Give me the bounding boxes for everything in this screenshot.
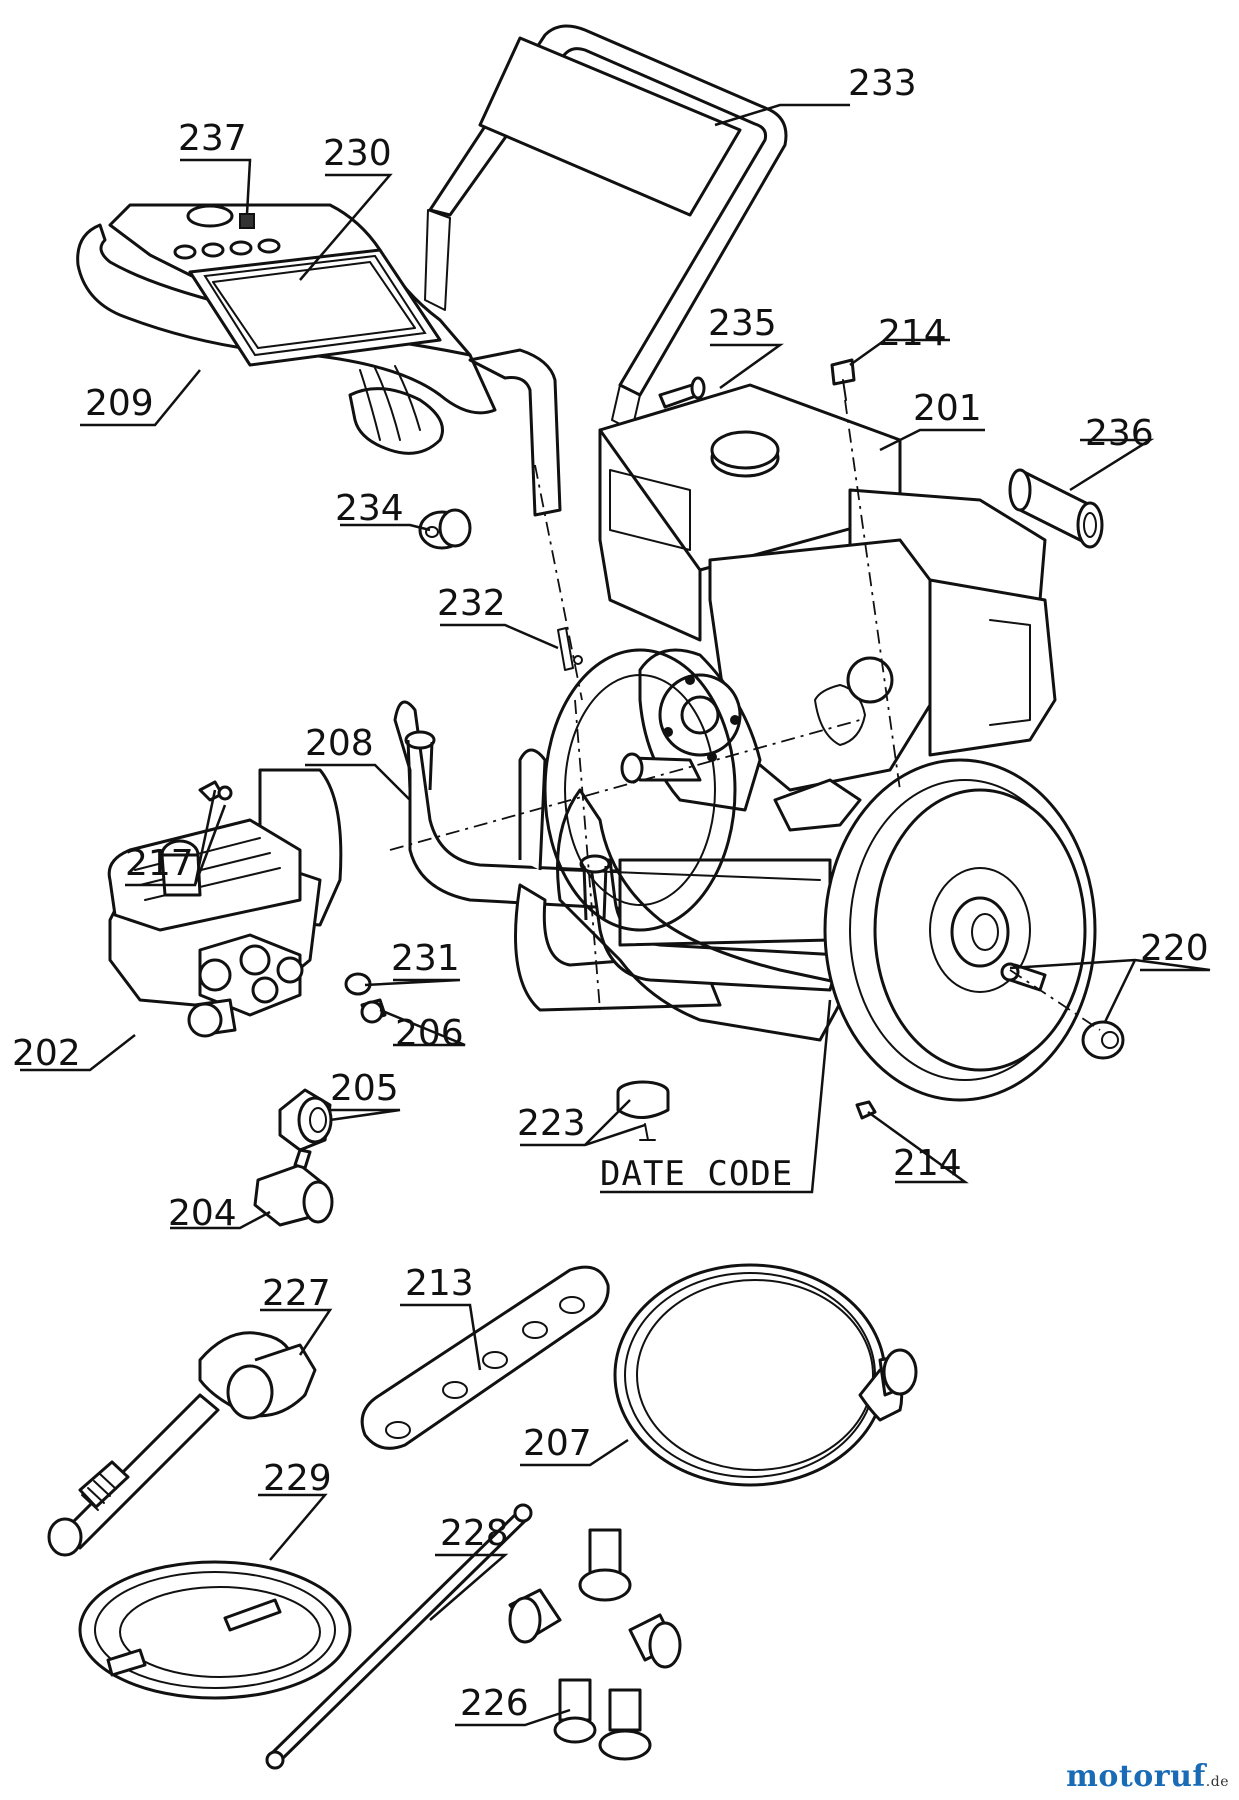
label-229: 229 bbox=[263, 1458, 332, 1499]
label-228: 228 bbox=[440, 1513, 509, 1554]
nozzles-226 bbox=[508, 1528, 682, 1761]
label-217: 217 bbox=[125, 843, 194, 884]
label-237: 237 bbox=[178, 118, 247, 159]
screw-237 bbox=[186, 204, 255, 229]
grip-236 bbox=[1008, 468, 1104, 549]
label-234: 234 bbox=[335, 488, 404, 529]
base-frame-208 bbox=[393, 700, 852, 1042]
engine-201 bbox=[598, 383, 1057, 832]
label-214-bottom: 214 bbox=[893, 1143, 962, 1184]
dashed-assembly-lines bbox=[389, 399, 1101, 1031]
label-220: 220 bbox=[1140, 928, 1209, 969]
label-233: 233 bbox=[848, 63, 917, 104]
bolt-214-top bbox=[830, 358, 856, 401]
label-206: 206 bbox=[395, 1013, 464, 1054]
label-226: 226 bbox=[460, 1683, 529, 1724]
pump-202 bbox=[107, 768, 343, 1038]
label-230: 230 bbox=[323, 133, 392, 174]
garden-hose-229 bbox=[78, 1560, 352, 1700]
axle-220 bbox=[1000, 962, 1125, 1060]
label-231: 231 bbox=[391, 938, 460, 979]
label-214-top: 214 bbox=[878, 313, 947, 354]
label-209: 209 bbox=[85, 383, 154, 424]
watermark-brand: motoruf bbox=[1066, 1759, 1206, 1794]
control-panel-bracket-209 bbox=[76, 203, 562, 517]
label-204: 204 bbox=[168, 1193, 237, 1234]
bolt-235 bbox=[658, 376, 706, 409]
display-panel-230 bbox=[173, 238, 442, 367]
watermark: motoruf.de bbox=[1066, 1759, 1229, 1794]
fitting-205 bbox=[278, 1088, 333, 1152]
handle-frame-233 bbox=[424, 24, 788, 431]
label-227: 227 bbox=[262, 1273, 331, 1314]
part-labels: 237 230 209 233 235 214 201 236 234 232 … bbox=[12, 63, 1209, 1724]
leader-lines bbox=[20, 103, 1211, 1727]
bracket-213 bbox=[360, 1265, 610, 1450]
label-205: 205 bbox=[330, 1068, 399, 1109]
label-201: 201 bbox=[913, 388, 982, 429]
knob-234 bbox=[418, 508, 472, 550]
hose-207 bbox=[613, 1263, 918, 1487]
date-code-label: DATE CODE bbox=[600, 1154, 793, 1194]
wheel-front bbox=[823, 758, 1097, 1102]
label-235: 235 bbox=[708, 303, 777, 344]
spray-gun-227 bbox=[47, 1331, 317, 1557]
fitting-204 bbox=[253, 1148, 334, 1227]
label-208: 208 bbox=[305, 723, 374, 764]
wand-228 bbox=[265, 1503, 533, 1770]
label-223: 223 bbox=[517, 1103, 586, 1144]
label-232: 232 bbox=[437, 583, 506, 624]
clip-232 bbox=[557, 627, 583, 671]
label-213: 213 bbox=[405, 1263, 474, 1304]
watermark-tld: .de bbox=[1205, 1774, 1229, 1790]
label-202: 202 bbox=[12, 1033, 81, 1074]
foot-223 bbox=[616, 1080, 670, 1141]
label-207: 207 bbox=[523, 1423, 592, 1464]
label-236: 236 bbox=[1085, 413, 1154, 454]
wheel-back bbox=[543, 648, 737, 932]
